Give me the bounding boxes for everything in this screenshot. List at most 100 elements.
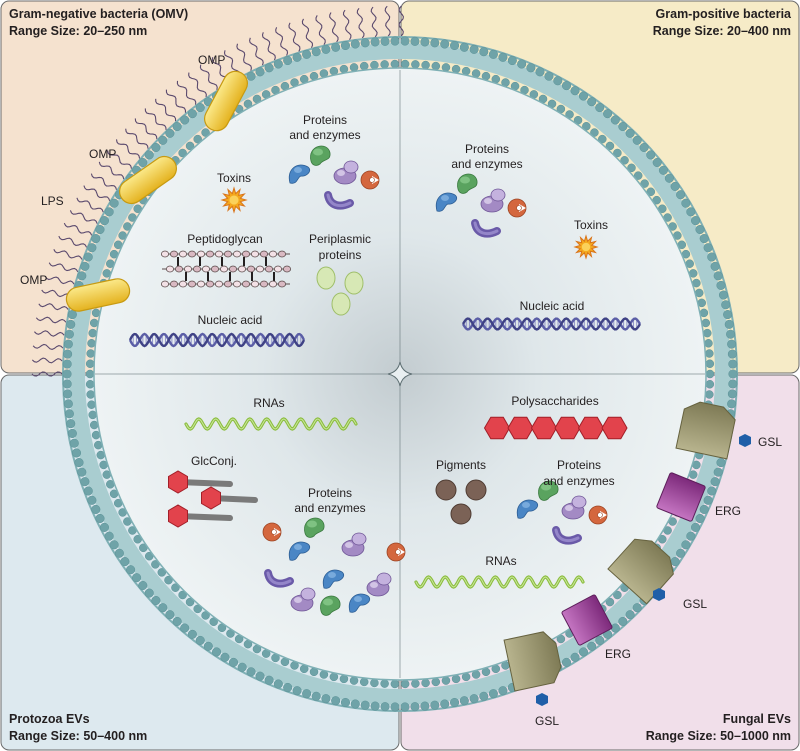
gsl-protein [607, 538, 674, 605]
fungal-range: Range Size: 50–1000 nm [646, 729, 791, 743]
gsl-head-icon [536, 693, 548, 706]
lps-chain [315, 15, 326, 45]
lps-chain [83, 185, 111, 202]
proteins-label: and enzymes [451, 157, 522, 171]
nucleic-acid-label: Nucleic acid [520, 299, 585, 313]
lps-chain [370, 6, 378, 38]
gsl-protein [503, 631, 562, 692]
lps-chain [125, 128, 149, 149]
glcconj-molecules [168, 470, 258, 528]
erg-label: ERG [605, 647, 631, 661]
erg-protein [561, 594, 613, 646]
lps-chains [31, 5, 404, 377]
lps-chain [31, 371, 63, 377]
lps-chain [188, 72, 207, 98]
proteins-label: and enzymes [289, 128, 360, 142]
gsl-label: GSL [758, 435, 782, 449]
lps-chain [58, 235, 88, 248]
pigments [435, 479, 487, 525]
lps-chain [176, 80, 197, 105]
lps-chain [90, 173, 118, 191]
lps-chain [98, 161, 125, 180]
omp-barrel [204, 70, 248, 132]
lps-chain [41, 289, 72, 298]
omp-barrel [119, 155, 177, 205]
gram-positive-title: Gram-positive bacteria [656, 7, 793, 21]
gsl-label: GSL [683, 597, 707, 611]
protozoa-title: Protozoa EVs [9, 712, 90, 726]
lps-chain [356, 7, 365, 39]
rnas-label: RNAs [253, 396, 284, 410]
lps-chain [288, 22, 301, 52]
pigments-label: Pigments [436, 458, 486, 472]
lps-chain [63, 222, 93, 236]
gram-negative-title: Gram-negative bacteria (OMV) [9, 7, 188, 21]
lps-chain [134, 118, 158, 140]
rna-strand [414, 575, 585, 589]
lps-chain [384, 5, 391, 37]
lps-chain [261, 32, 276, 61]
toxins-label: Toxins [574, 218, 608, 232]
gsl-head-icon [653, 588, 665, 601]
gsl-protein [675, 401, 736, 460]
lps-chain [199, 64, 218, 90]
protozoa-range: Range Size: 50–400 nm [9, 729, 147, 743]
lps-chain [398, 5, 404, 37]
omp-barrel [65, 278, 131, 312]
lps-label: LPS [41, 194, 64, 208]
rna-strand [184, 417, 358, 431]
proteins-label: Proteins [308, 486, 352, 500]
lps-chain [275, 27, 289, 56]
periplasmic-label: Periplasmic [309, 232, 371, 246]
nucleic-acid-helix [128, 332, 306, 348]
lps-chain [31, 357, 63, 364]
lps-chain [69, 210, 98, 224]
lps-chain [329, 12, 339, 43]
fungal-title: Fungal EVs [723, 712, 791, 726]
gsl-head-icon [739, 434, 751, 447]
glcconj-label: GlcConj. [191, 454, 237, 468]
nucleic-acid-helix [461, 317, 642, 331]
protein-cluster [262, 517, 406, 616]
rnas-label: RNAs [485, 554, 516, 568]
peptidoglycan-mesh [160, 250, 291, 288]
protein-cluster [435, 173, 527, 238]
proteins-label: Proteins [557, 458, 601, 472]
lps-chain [32, 343, 64, 350]
protein-cluster [288, 145, 380, 210]
gsl-label: GSL [535, 714, 559, 728]
polysaccharide-chain [483, 416, 628, 440]
erg-protein [656, 472, 706, 522]
proteins-label: Proteins [303, 113, 347, 127]
toxin-icon [220, 186, 248, 214]
omp-label: OMP [89, 147, 116, 161]
peptidoglycan-label: Peptidoglycan [187, 232, 262, 246]
lps-chain [144, 108, 167, 131]
gram-negative-range: Range Size: 20–250 nm [9, 24, 147, 38]
periplasmic-proteins [316, 266, 364, 316]
lps-chain [301, 18, 314, 49]
proteins-label: and enzymes [294, 501, 365, 515]
lps-chain [342, 9, 352, 41]
toxins-label: Toxins [217, 171, 251, 185]
omp-label: OMP [198, 53, 225, 67]
lps-chain [76, 197, 104, 213]
proteins-label: and enzymes [543, 474, 614, 488]
lps-chain [236, 43, 252, 71]
lps-chain [34, 330, 65, 337]
toxin-icon [573, 234, 599, 260]
omp-label: OMP [20, 273, 47, 287]
nucleic-acid-label: Nucleic acid [198, 313, 263, 327]
polysaccharides-label: Polysaccharides [511, 394, 598, 408]
lps-chain [35, 316, 67, 324]
lps-chain [115, 139, 141, 159]
lps-chain [155, 98, 177, 122]
lps-chain [38, 303, 69, 311]
lps-chain [249, 37, 264, 66]
lps-chain [44, 275, 75, 285]
lps-chain [48, 262, 79, 273]
gram-positive-range: Range Size: 20–400 nm [653, 24, 791, 38]
lps-chain [165, 89, 187, 113]
erg-label: ERG [715, 504, 741, 518]
